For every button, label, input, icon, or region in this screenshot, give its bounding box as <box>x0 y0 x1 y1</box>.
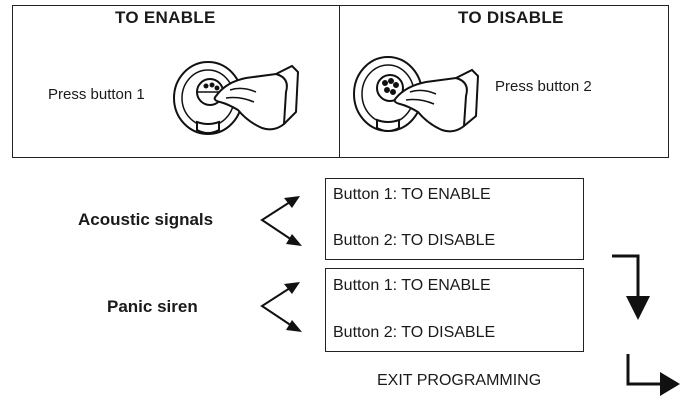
panic-siren-options-box: Button 1: TO ENABLE Button 2: TO DISABLE <box>325 268 584 352</box>
remote-press-button-1-illustration <box>173 61 300 135</box>
arrow-down-icon <box>626 296 650 320</box>
acoustic-signals-options-box: Button 1: TO ENABLE Button 2: TO DISABLE <box>325 178 584 260</box>
panic-siren-label: Panic siren <box>107 297 198 316</box>
acoustic-disable-option: Button 2: TO DISABLE <box>333 232 496 249</box>
disable-heading: TO DISABLE <box>458 8 564 27</box>
acoustic-enable-option: Button 1: TO ENABLE <box>333 186 491 203</box>
pressing-hand-icon <box>393 68 480 133</box>
exit-programming-label: EXIT PROGRAMMING <box>377 372 542 389</box>
next-step-down-arrow <box>612 254 650 320</box>
enable-heading: TO ENABLE <box>115 8 216 27</box>
arrow-up-right-icon <box>284 282 300 294</box>
exit-arrow <box>626 354 680 396</box>
disable-caption: Press button 2 <box>495 78 592 95</box>
acoustic-signals-branch-arrows <box>260 196 302 246</box>
panic-enable-option: Button 1: TO ENABLE <box>333 277 491 294</box>
acoustic-signals-label: Acoustic signals <box>78 210 214 229</box>
remote-control-icon <box>353 56 423 132</box>
arrow-down-right-icon <box>286 234 302 246</box>
arrow-right-icon <box>660 372 680 396</box>
arrow-down-right-icon <box>286 320 302 332</box>
instruction-panels <box>12 5 669 158</box>
panic-siren-branch-arrows <box>260 282 302 332</box>
panel-divider <box>339 5 340 158</box>
remote-press-button-2-illustration <box>353 56 480 133</box>
arrow-up-right-icon <box>284 196 300 208</box>
panic-disable-option: Button 2: TO DISABLE <box>333 324 496 341</box>
enable-caption: Press button 1 <box>48 86 145 103</box>
pressing-hand-icon <box>213 64 300 131</box>
